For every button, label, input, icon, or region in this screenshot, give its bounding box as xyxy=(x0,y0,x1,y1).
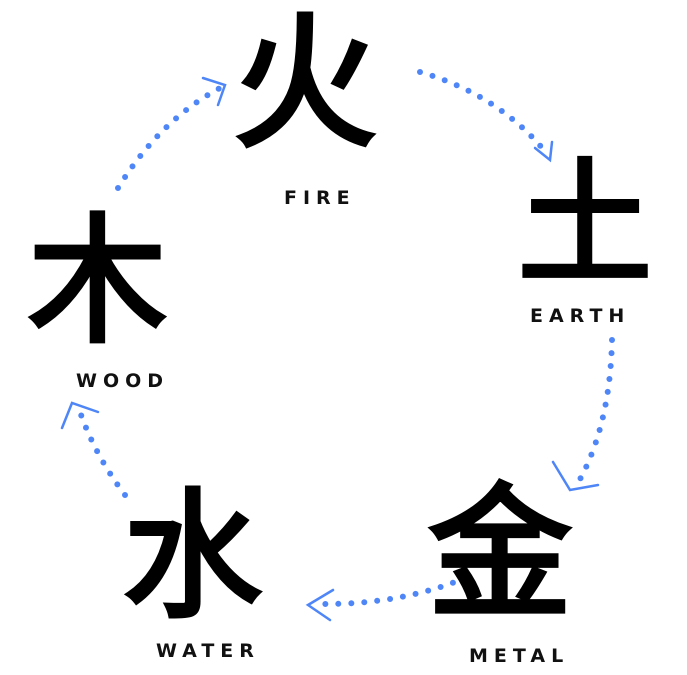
fire-label: FIRE xyxy=(284,187,356,209)
water-label: WATER xyxy=(156,640,260,662)
earth-label: EARTH xyxy=(530,305,631,327)
metal-character: 金 xyxy=(427,470,573,639)
wood-label: WOOD xyxy=(76,370,170,392)
metal-label: METAL xyxy=(469,645,570,667)
arrow-metal-to-water xyxy=(315,575,468,608)
arrowhead-metal xyxy=(551,460,600,492)
earth-character: 土 xyxy=(517,146,653,303)
wood-character: 木 xyxy=(27,201,168,364)
arrow-fire-to-earth xyxy=(417,69,551,158)
arrowhead-fire xyxy=(201,76,227,107)
arrowhead-earth xyxy=(533,140,554,163)
arrowhead-wood xyxy=(60,401,100,430)
arrow-wood-to-fire xyxy=(115,85,223,191)
water-character: 水 xyxy=(122,476,263,639)
fire-character: 火 xyxy=(232,0,378,169)
arrowhead-water xyxy=(305,588,335,622)
arrow-water-to-wood xyxy=(77,409,128,498)
arrow-earth-to-metal xyxy=(572,337,615,491)
